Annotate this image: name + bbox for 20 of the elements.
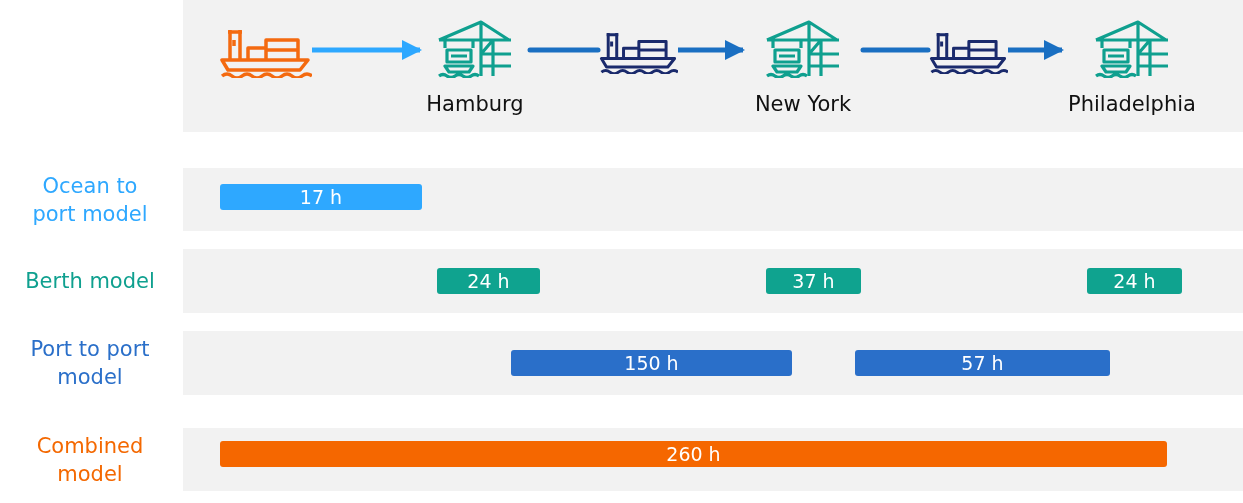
- arrow: [1008, 40, 1064, 60]
- panel-background: [183, 0, 1243, 132]
- arrow: [678, 40, 745, 60]
- duration-bar: 17 h: [220, 184, 422, 210]
- duration-bar: 57 h: [855, 350, 1110, 376]
- duration-bar: 24 h: [1087, 268, 1182, 294]
- connector-line: [527, 47, 601, 53]
- duration-bar: 150 h: [511, 350, 792, 376]
- row-label: Combined model: [35, 432, 145, 488]
- port-name: New York: [754, 92, 852, 116]
- row-label: Berth model: [24, 268, 156, 295]
- row-label: Port to port model: [29, 336, 151, 391]
- duration-bar: 260 h: [220, 441, 1167, 467]
- connector-line: [860, 47, 931, 53]
- arrow: [312, 40, 422, 60]
- duration-bar: 24 h: [437, 268, 540, 294]
- duration-bar: 37 h: [766, 268, 861, 294]
- port-name: Philadelphia: [1068, 92, 1196, 116]
- row-label: Ocean to port model: [31, 172, 149, 228]
- port-name: Hamburg: [426, 92, 524, 116]
